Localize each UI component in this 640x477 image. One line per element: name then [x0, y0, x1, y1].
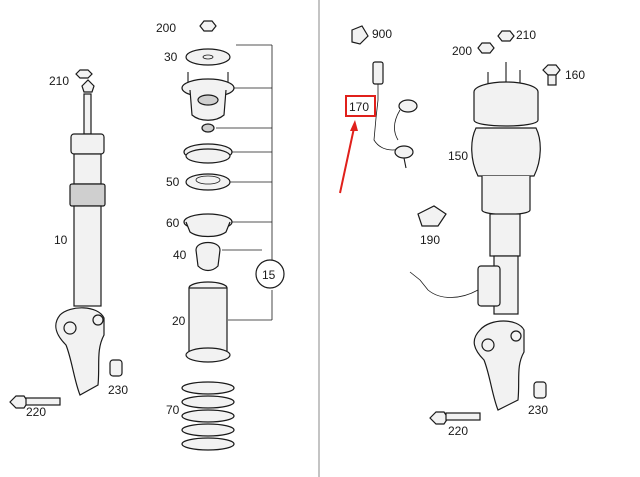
upper-mount[interactable] [181, 72, 235, 121]
spring-seat-a[interactable] [185, 173, 231, 191]
label-900: 900 [372, 27, 392, 41]
clip-190[interactable] [417, 205, 447, 227]
small-ring[interactable] [201, 123, 215, 133]
damper-valve-unit[interactable] [409, 265, 501, 307]
connector-900[interactable] [351, 25, 369, 45]
nut-right[interactable] [533, 381, 547, 399]
bolt-left[interactable] [9, 395, 61, 409]
label-170: 170 [349, 100, 369, 114]
label-210-left: 210 [49, 74, 69, 88]
label-15: 15 [262, 268, 276, 282]
label-160: 160 [565, 68, 585, 82]
valve-160[interactable] [542, 64, 561, 86]
label-220-left: 220 [26, 405, 46, 419]
air-strut[interactable] [471, 62, 541, 411]
spring-seat-b[interactable] [183, 213, 233, 238]
label-30: 30 [164, 50, 178, 64]
label-70: 70 [166, 403, 180, 417]
label-220-right: 220 [448, 424, 468, 438]
group-bracket [216, 44, 285, 321]
label-230-left: 230 [108, 383, 128, 397]
label-10: 10 [54, 233, 68, 247]
top-plate[interactable] [185, 48, 231, 66]
label-20: 20 [172, 314, 186, 328]
coil-spring[interactable] [181, 381, 235, 451]
mount-nut-right[interactable] [477, 42, 495, 54]
strut-assembly[interactable] [55, 79, 106, 396]
mount-nut-left[interactable] [199, 20, 217, 32]
dust-boot[interactable] [185, 281, 231, 363]
bolt-right[interactable] [429, 411, 481, 425]
label-190: 190 [420, 233, 440, 247]
top-nut-left[interactable] [75, 69, 93, 79]
label-230-right: 230 [528, 403, 548, 417]
label-50: 50 [166, 175, 180, 189]
label-200-right: 200 [452, 44, 472, 58]
label-200-left: 200 [156, 21, 176, 35]
bearing-ring[interactable] [183, 143, 233, 164]
label-210-right: 210 [516, 28, 536, 42]
label-150: 150 [448, 149, 468, 163]
sensor-cable[interactable] [372, 61, 418, 169]
highlight-170 [339, 95, 376, 194]
bump-stop[interactable] [195, 241, 221, 272]
label-60: 60 [166, 216, 180, 230]
label-40: 40 [173, 248, 187, 262]
nut-left[interactable] [109, 359, 123, 377]
top-nut-right[interactable] [497, 30, 515, 42]
